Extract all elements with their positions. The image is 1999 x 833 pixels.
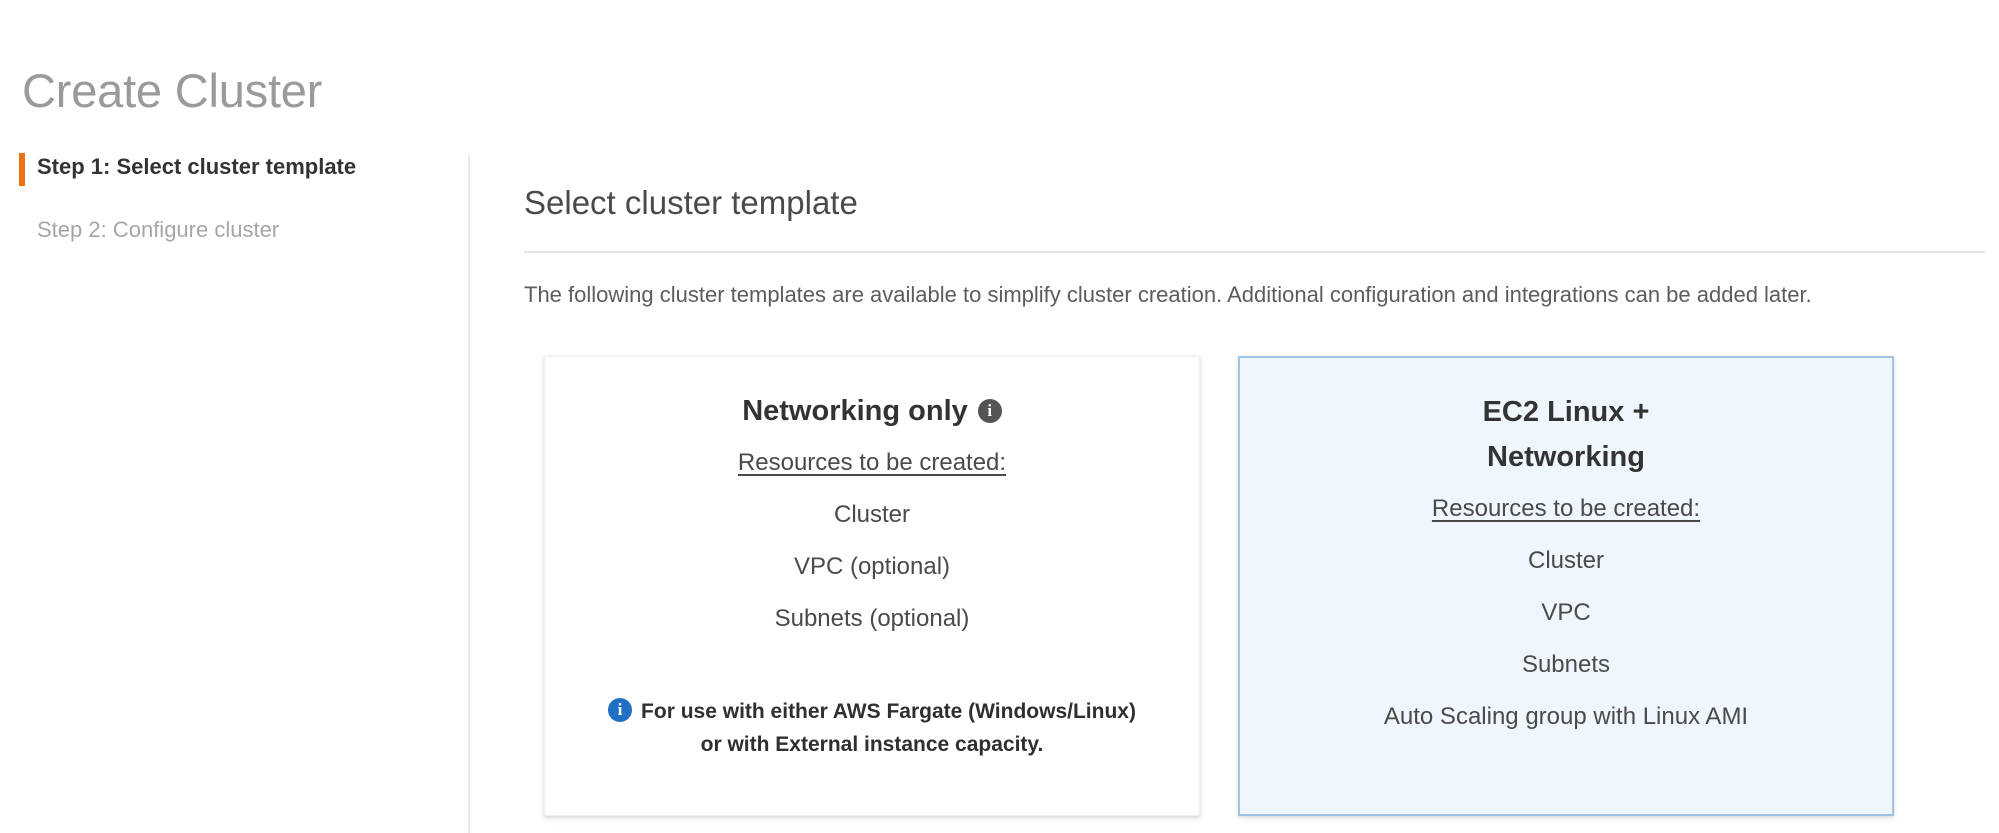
resources-to-be-created-label: Resources to be created: — [1431, 495, 1701, 522]
cluster-template-card-networking-only[interactable]: Networking only i Resources to be created… — [544, 356, 1200, 816]
cluster-template-card-ec2-linux-networking[interactable]: EC2 Linux + Networking Resources to be c… — [1238, 356, 1894, 816]
list-item: Subnets — [1521, 651, 1611, 678]
sidebar-divider — [468, 155, 470, 833]
resources-to-be-created-label: Resources to be created: — [737, 449, 1007, 476]
card-note-networking-only: i For use with either AWS Fargate (Window… — [573, 681, 1171, 789]
list-item: Auto Scaling group with Linux AMI — [1383, 703, 1749, 730]
list-item: VPC (optional) — [793, 553, 951, 580]
card-note-line-1: For use with either AWS Fargate (Windows… — [641, 700, 1136, 723]
card-title-line-1: EC2 Linux + — [1482, 396, 1650, 428]
card-title-networking-only: Networking only i — [573, 389, 1171, 434]
card-note-line-2: or with External instance capacity. — [700, 733, 1044, 756]
list-item: Cluster — [833, 501, 911, 528]
section-description: The following cluster templates are avai… — [524, 281, 1812, 307]
resource-list: Cluster VPC Subnets Auto Scaling group w… — [1268, 524, 1864, 732]
list-item: Cluster — [1527, 547, 1605, 574]
resource-list: Cluster VPC (optional) Subnets (optional… — [573, 478, 1171, 634]
section-title: Select cluster template — [524, 184, 858, 222]
main-content: Select cluster template The following cl… — [524, 156, 1985, 337]
card-title-ec2-linux-networking: EC2 Linux + Networking — [1268, 390, 1864, 480]
sidebar-item-step-2-configure-cluster[interactable]: Step 2: Configure cluster — [0, 215, 469, 245]
info-icon: i — [608, 698, 633, 723]
section-divider — [524, 250, 1985, 253]
list-item: Subnets (optional) — [774, 605, 970, 632]
page-title: Create Cluster — [22, 64, 323, 118]
card-title-line-2: Networking — [1487, 441, 1645, 473]
card-title-text: Networking only — [742, 395, 968, 427]
step-2-label: Step 2: Configure cluster — [37, 217, 280, 242]
info-icon[interactable]: i — [977, 399, 1002, 423]
step-1-label: Step 1: Select cluster template — [37, 154, 357, 179]
active-step-marker — [19, 153, 25, 186]
sidebar-item-step-1-select-cluster-template[interactable]: Step 1: Select cluster template — [0, 152, 469, 186]
list-item: VPC — [1541, 599, 1591, 626]
wizard-steps-sidebar: Step 1: Select cluster template Step 2: … — [0, 150, 469, 833]
cluster-template-card-list: Networking only i Resources to be created… — [544, 356, 1894, 816]
